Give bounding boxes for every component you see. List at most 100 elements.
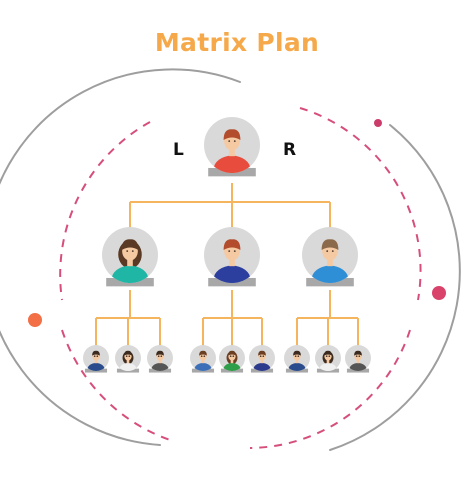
avatar-figure (288, 350, 306, 371)
shirt (223, 362, 241, 371)
left-leg-label: L (173, 140, 184, 160)
neck (126, 359, 130, 364)
neck (229, 258, 235, 267)
avatar-figure (311, 239, 349, 283)
dashed-ring-arc (59, 121, 151, 301)
hair (223, 239, 241, 250)
neck (326, 359, 330, 364)
shirt (151, 362, 169, 371)
avatar-figure (319, 350, 337, 371)
hair (324, 350, 332, 356)
eye (355, 355, 358, 357)
avatar-level2 (284, 345, 310, 373)
neck (327, 258, 333, 267)
avatar-figure (119, 350, 137, 371)
eye (259, 355, 262, 357)
eye (294, 355, 297, 357)
avatar-level2 (345, 345, 371, 373)
outer-ring-arc (0, 68, 241, 446)
shirt (213, 265, 251, 283)
shirt (288, 362, 306, 371)
neck (356, 359, 360, 364)
avatar-figure (349, 350, 367, 371)
neck (260, 359, 264, 364)
avatar-root (204, 117, 260, 177)
hair (124, 350, 132, 356)
neck (94, 359, 98, 364)
eye (229, 355, 232, 357)
shirt (87, 362, 105, 371)
avatar-figure (111, 239, 149, 283)
eye (125, 355, 128, 357)
eye (228, 250, 231, 252)
hair (199, 350, 207, 356)
neck (295, 359, 299, 364)
eye (200, 355, 203, 357)
eye (233, 140, 236, 142)
eye (157, 355, 160, 357)
outer-ring-arc (329, 124, 461, 451)
avatar-level2 (147, 345, 173, 373)
avatar-level2 (315, 345, 341, 373)
decor-dot (28, 313, 42, 327)
dashed-ring-arc (61, 329, 171, 441)
eye (328, 355, 331, 357)
avatar-level2 (115, 345, 141, 373)
avatar-figure (213, 129, 251, 173)
avatar-level1-right (302, 227, 358, 287)
avatar-figure (213, 239, 251, 283)
hair (228, 350, 236, 356)
hair (156, 350, 164, 356)
shirt (319, 362, 337, 371)
eye (128, 355, 131, 357)
dashed-ring-arc (299, 107, 422, 301)
shirt (253, 362, 271, 371)
avatar-level2 (249, 345, 275, 373)
dashed-ring-arc (249, 329, 411, 449)
hair (223, 129, 241, 140)
eye (96, 355, 99, 357)
eye (358, 355, 361, 357)
eye (326, 250, 329, 252)
avatar-figure (87, 350, 105, 371)
avatar-level1-left (102, 227, 158, 287)
eye (203, 355, 206, 357)
eye (233, 250, 236, 252)
neck (158, 359, 162, 364)
shirt (311, 265, 349, 283)
avatar-figure (151, 350, 169, 371)
avatar-figure (253, 350, 271, 371)
shirt (194, 362, 212, 371)
shirt (349, 362, 367, 371)
hair (293, 350, 301, 356)
hair (121, 239, 139, 250)
hair (92, 350, 100, 356)
neck (127, 258, 133, 267)
decor-dot (374, 119, 382, 127)
eye (93, 355, 96, 357)
eye (232, 355, 235, 357)
shirt (119, 362, 137, 371)
hair (258, 350, 266, 356)
right-leg-label: R (283, 140, 297, 160)
eye (297, 355, 300, 357)
eye (160, 355, 163, 357)
avatar-figure (194, 350, 212, 371)
eye (131, 250, 134, 252)
page-title: Matrix Plan (154, 28, 320, 57)
avatar-level1-center (204, 227, 260, 287)
avatar-level2 (190, 345, 216, 373)
avatar-level2 (219, 345, 245, 373)
decor-dot (432, 286, 446, 300)
neck (229, 148, 235, 157)
eye (325, 355, 328, 357)
neck (230, 359, 234, 364)
shirt (111, 265, 149, 283)
neck (201, 359, 205, 364)
avatar-figure (223, 350, 241, 371)
hair (354, 350, 362, 356)
shirt (213, 155, 251, 173)
hair (321, 239, 339, 250)
